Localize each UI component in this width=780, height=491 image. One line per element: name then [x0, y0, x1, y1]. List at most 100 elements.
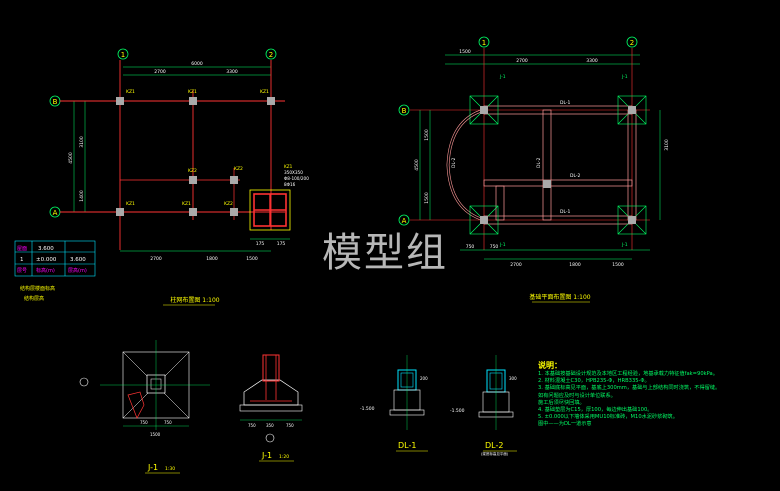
design-notes: 说明： 1. 本基础按基础设计规范及本地区工程经验，地基承载力特征值fak=90…: [538, 360, 778, 429]
j1-plan-title: J-1: [147, 463, 158, 472]
beam-label: DL-1: [560, 209, 571, 215]
foundation-plan: 1 2 1500 2700 3300 B A 4500 1500 1500 31…: [398, 36, 670, 303]
dim-left-b: 1400: [79, 190, 85, 202]
col-label: KZ1: [126, 89, 135, 95]
dim-top-a: 2700: [154, 69, 166, 75]
j1-dim: 750: [140, 420, 148, 425]
fdim-top: 2700: [516, 58, 528, 64]
kz1-note: Φ8-100/200: [284, 176, 309, 181]
axis-bubble-2: [265, 48, 277, 60]
pad-label: J-1: [499, 242, 506, 248]
dim-left-a: 3100: [79, 136, 85, 148]
fdim-left: 1500: [424, 129, 430, 141]
level-cell: 3.600: [70, 257, 86, 263]
sub-dim: 175: [277, 241, 286, 247]
col-label: KZ1: [188, 89, 197, 95]
dl-dim: 200: [420, 376, 428, 381]
j1-dim: 1500: [150, 432, 161, 437]
j1-sec-title: J-1: [261, 451, 272, 460]
pad-j1: [469, 205, 499, 235]
note-line: 施工后须尽快回填。: [538, 399, 585, 406]
foundation-plan-title: 基础平面布置图 1:100: [529, 293, 590, 301]
fdim-left: 4500: [414, 159, 420, 171]
note-line: 2. 材料混凝土C30，HPB235-Φ，HRB335-Φ。: [538, 378, 650, 385]
pad-dim: 750: [466, 244, 475, 250]
note-line: 5. ±0.000以下墙体采用MU10标准砖，M10水泥砂浆砌筑。: [538, 414, 678, 421]
column-kz: [189, 208, 197, 216]
axis-bubble-A: [398, 214, 410, 226]
axis-label-A: A: [53, 209, 58, 217]
detail-dl1: -1.500 200 DL-1: [360, 355, 428, 452]
beam-label: DL-2: [536, 157, 542, 168]
sub-dim: 175: [256, 241, 265, 247]
axis-label-2: 2: [630, 39, 634, 47]
j1-plan-scale: 1:30: [165, 466, 175, 472]
pad-dim: 750: [490, 244, 499, 250]
note-line: 图中——为DL一道示意: [538, 421, 592, 428]
kz1-note: 350X350: [284, 170, 303, 175]
axis-bubble-2: [626, 36, 638, 48]
fdim-left: 1500: [424, 192, 430, 204]
column-plan: 1 2 6000 2700 3300 B A 4500 3100 1400: [49, 48, 309, 306]
dim-bottom: 1500: [246, 256, 258, 262]
level-neg: -1.500: [450, 408, 465, 414]
beam-label: DL-1: [560, 100, 571, 106]
note-line: 4. 基础垫层为C15，厚100，每边伸出基础100。: [538, 407, 653, 414]
fdim-top: 3300: [586, 58, 598, 64]
kz1-note: 8Φ16: [284, 182, 296, 187]
kz1-note: KZ1: [284, 164, 293, 169]
level-cell: 标高(m): [36, 267, 55, 274]
dim-bottom: 1800: [206, 256, 218, 262]
column-kz: [189, 176, 197, 184]
col-label: KZ1: [182, 201, 191, 207]
watermark: 模型组: [322, 230, 448, 276]
pad-j1: [469, 95, 499, 125]
axis-label-2: 2: [269, 51, 273, 59]
pad-j1: [617, 205, 647, 235]
fdim-bottom: 1800: [569, 262, 581, 268]
column-plan-title: 柱网布置图 1:100: [170, 296, 219, 304]
detail-j1-section: 750 350 750 J-1 1:20: [239, 354, 303, 462]
dim-top-b: 3300: [226, 69, 238, 75]
level-table: 屋面 3.600 1 ±0.000 3.600 层号 标高(m) 层高(m) 结…: [14, 240, 96, 302]
note-line: 3. 基础底标高见平面，基底上300mm，基础与上部结构同时浇筑，不得留缝。: [538, 385, 721, 392]
axis-label-B: B: [53, 98, 58, 106]
detail-j1-plan: 750 750 1500 J-1 1:30: [79, 340, 210, 474]
notes-title: 说明：: [538, 361, 562, 370]
level-neg: -1.500: [360, 406, 375, 412]
col-label: KZ2: [188, 168, 197, 174]
fdim-bottom: 1500: [612, 262, 624, 268]
fdim-right: 3100: [664, 139, 670, 151]
dim-bottom: 2700: [150, 256, 162, 262]
dl-dim: 300: [509, 376, 517, 381]
column-kz: [116, 208, 124, 216]
pad-label: J-1: [499, 74, 506, 80]
j1-sec-dim: 750: [248, 423, 256, 428]
j1-sec-dim: 350: [266, 423, 274, 428]
level-cell: ±0.000: [36, 257, 57, 263]
dl2-title: DL-2: [485, 441, 503, 450]
axis-bubble-B: [398, 104, 410, 116]
note-line: 1. 本基础按基础设计规范及本地区工程经验，地基承载力特征值fak=90kPa。: [538, 371, 718, 377]
pad-label: J-1: [621, 242, 628, 248]
level-cell: 层高(m): [68, 267, 87, 274]
dl1-title: DL-1: [398, 441, 416, 450]
axis-label-A: A: [402, 217, 407, 225]
level-cell: 1: [20, 257, 24, 263]
level-caption: 结构层楼面标高: [20, 285, 55, 292]
fdim-top: 1500: [459, 49, 471, 55]
axis-label-1: 1: [121, 51, 125, 59]
axis-label-1: 1: [482, 39, 486, 47]
kz-detail-box: [249, 189, 291, 231]
pad-label: J-1: [621, 74, 628, 80]
dim-top-total: 6000: [191, 61, 203, 67]
j1-dim: 750: [164, 420, 172, 425]
fdim-bottom: 2700: [510, 262, 522, 268]
column-kz: [189, 97, 197, 105]
detail-dl2: -1.500 300 DL-2 (梁底标高见平面): [450, 355, 517, 456]
beam-label: DL-2: [570, 173, 581, 179]
column-kz: [230, 176, 238, 184]
column-kz: [230, 208, 238, 216]
j1-sec-dim: 750: [286, 423, 294, 428]
pad-j1: [617, 95, 647, 125]
